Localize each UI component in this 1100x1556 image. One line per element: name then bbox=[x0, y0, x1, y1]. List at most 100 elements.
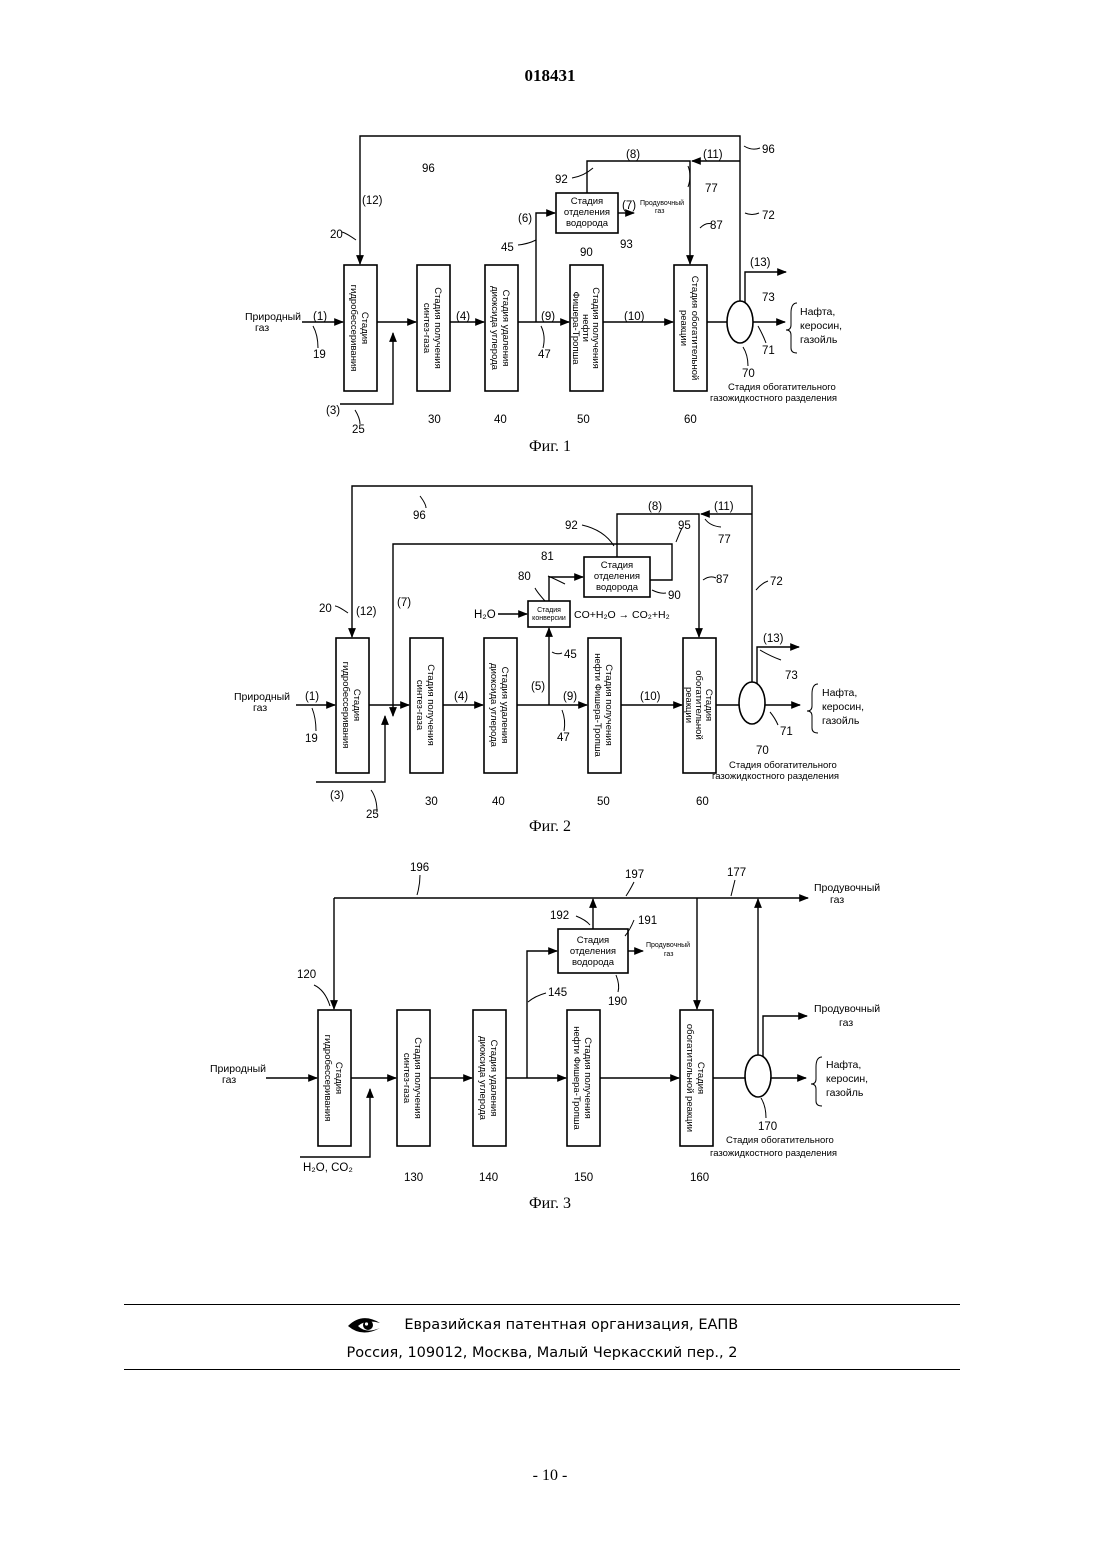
fig2-ref-70: 70 bbox=[756, 745, 769, 757]
fig2-separation-label: Стадия обогатительногогазожидкостного ра… bbox=[712, 760, 839, 782]
fig3-ref-145: 145 bbox=[548, 987, 567, 999]
fig3-ref-177: 177 bbox=[727, 867, 746, 879]
fig1-ref-96-left: 96 bbox=[422, 163, 435, 175]
fig2-ref-40: 40 bbox=[492, 796, 505, 808]
fig1-stream-13: (13) bbox=[750, 257, 771, 269]
fig2-ref-81: 81 bbox=[541, 551, 554, 563]
fig1-ref-30: 30 bbox=[428, 414, 441, 426]
figure-2-diagram: Стадиягидробессеривания Стадия получения… bbox=[0, 480, 1100, 815]
fig1-ref-96-right: 96 bbox=[762, 144, 775, 156]
page-number: - 10 - bbox=[0, 1467, 1100, 1485]
fig3-feed: H₂O, CO₂ bbox=[303, 1162, 353, 1174]
fig2-stream-4: (4) bbox=[454, 691, 468, 703]
fig3-separation-label: Стадия обогатительногогазожидкостного ра… bbox=[710, 1135, 837, 1159]
fig1-stream-7: (7) bbox=[622, 200, 636, 212]
fig2-shift-box bbox=[528, 601, 570, 627]
fig1-stream-9: (9) bbox=[541, 311, 555, 323]
fig2-co2-label: Стадия удалениядиоксида углерода bbox=[488, 663, 510, 748]
fig2-stream-12: (12) bbox=[356, 606, 377, 618]
fig1-natural-gas-2: газ bbox=[255, 322, 269, 334]
fig1-ref-20: 20 bbox=[330, 229, 343, 241]
fig3-co2-label: Стадия удалениядиоксида углерода bbox=[477, 1036, 499, 1121]
fig1-stream-1: (1) bbox=[313, 311, 327, 323]
fig1-caption: Фиг. 1 bbox=[0, 438, 1100, 456]
fig3-ref-130: 130 bbox=[404, 1172, 423, 1184]
fig2-products: Нафта,керосин,газойль bbox=[822, 687, 864, 727]
fig2-stream-13: (13) bbox=[763, 633, 784, 645]
fig1-ref-45: 45 bbox=[501, 242, 514, 254]
fig2-ref-96: 96 bbox=[413, 510, 426, 522]
fig3-purge-right-2: газ bbox=[839, 1017, 853, 1029]
fig1-ref-93: 93 bbox=[620, 239, 633, 251]
fig2-water: H₂O bbox=[474, 609, 496, 621]
fig1-ref-87: 87 bbox=[710, 220, 723, 232]
fig1-ref-71: 71 bbox=[762, 345, 775, 357]
fig1-ref-47: 47 bbox=[538, 349, 551, 361]
fig2-ref-95: 95 bbox=[678, 520, 691, 532]
fig2-ref-20: 20 bbox=[319, 603, 332, 615]
publisher-footer: Евразийская патентная организация, ЕАПВ … bbox=[124, 1304, 960, 1370]
fig3-ref-140: 140 bbox=[479, 1172, 498, 1184]
fig2-stream-1: (1) bbox=[305, 691, 319, 703]
fig3-natural-gas: Природный bbox=[210, 1063, 266, 1075]
fig2-ft-label: Стадия получениянефти Фишера-Тропша bbox=[592, 653, 614, 757]
fig1-separator bbox=[727, 301, 753, 343]
fig3-purge-top-2: газ bbox=[830, 894, 844, 906]
fig3-ref-120: 120 bbox=[297, 969, 316, 981]
fig2-stream-3: (3) bbox=[330, 790, 344, 802]
fig1-co2-label: Стадия удалениядиоксида углерода bbox=[489, 286, 511, 371]
fig1-ref-92: 92 bbox=[555, 174, 568, 186]
fig2-stream-8: (8) bbox=[648, 501, 662, 513]
fig1-ref-25: 25 bbox=[352, 424, 365, 436]
fig1-ref-19: 19 bbox=[313, 349, 326, 361]
fig1-stream-11: (11) bbox=[703, 149, 723, 161]
fig2-reaction: CO+H₂O → CO₂+H₂ bbox=[574, 609, 670, 621]
fig1-ref-70: 70 bbox=[742, 368, 755, 380]
fig1-products: Нафта,керосин,газойль bbox=[800, 306, 842, 346]
fig2-ref-60: 60 bbox=[696, 796, 709, 808]
fig3-purge-top: Продувочный bbox=[814, 882, 880, 894]
fig1-ref-40: 40 bbox=[494, 414, 507, 426]
figure-3-diagram: Стадиягидробессеривания Стадия получения… bbox=[0, 855, 1100, 1190]
fig3-ref-190: 190 bbox=[608, 996, 627, 1008]
eapo-logo-icon bbox=[346, 1315, 384, 1335]
fig1-stream-8: (8) bbox=[626, 149, 640, 161]
fig1-ref-77: 77 bbox=[705, 183, 718, 195]
fig2-ref-45: 45 bbox=[564, 649, 577, 661]
fig2-ref-73: 73 bbox=[785, 670, 798, 682]
fig3-h2sep-label: Стадияотделенияводорода bbox=[570, 935, 616, 968]
fig2-h2sep-label: Стадияотделенияводорода bbox=[594, 560, 640, 593]
fig2-ref-77: 77 bbox=[718, 534, 731, 546]
fig2-separator bbox=[739, 682, 765, 724]
fig2-shift-label: Стадияконверсии bbox=[532, 607, 566, 622]
fig3-ref-150: 150 bbox=[574, 1172, 593, 1184]
fig1-ref-90: 90 bbox=[580, 247, 593, 259]
fig2-ref-71: 71 bbox=[780, 726, 793, 738]
fig3-ref-191: 191 bbox=[638, 915, 657, 927]
fig3-purge-small-2: газ bbox=[664, 951, 673, 958]
fig2-ref-87: 87 bbox=[716, 574, 729, 586]
fig1-ref-72: 72 bbox=[762, 210, 775, 222]
fig3-ref-192: 192 bbox=[550, 910, 569, 922]
figure-1-diagram: Стадиягидробессеривания Стадия получения… bbox=[0, 125, 1100, 430]
fig3-purge-small: Продувочный bbox=[646, 941, 690, 949]
fig3-ref-170: 170 bbox=[758, 1121, 777, 1133]
fig2-ref-80: 80 bbox=[518, 571, 531, 583]
fig1-h2sep-label: Стадияотделенияводорода bbox=[564, 196, 610, 229]
fig3-ft-label: Стадия получениянефти Фишера-Тропша bbox=[571, 1026, 593, 1130]
fig1-ref-60: 60 bbox=[684, 414, 697, 426]
fig1-stream-12: (12) bbox=[362, 195, 383, 207]
fig1-stream-6: (6) bbox=[518, 213, 532, 225]
fig1-ref-73: 73 bbox=[762, 292, 775, 304]
patent-number: 018431 bbox=[0, 66, 1100, 86]
fig1-purge-gas: Продувочный bbox=[640, 199, 684, 207]
fig2-natural-gas-2: газ bbox=[253, 702, 267, 714]
fig2-ref-50: 50 bbox=[597, 796, 610, 808]
fig2-stream-10: (10) bbox=[640, 691, 661, 703]
footer-row-organization: Евразийская патентная организация, ЕАПВ bbox=[124, 1315, 960, 1335]
fig1-stream-10: (10) bbox=[624, 311, 645, 323]
fig3-separator bbox=[745, 1055, 771, 1097]
fig2-ref-92: 92 bbox=[565, 520, 578, 532]
fig3-ref-196: 196 bbox=[410, 862, 429, 874]
fig1-purge-gas-2: газ bbox=[655, 208, 664, 215]
